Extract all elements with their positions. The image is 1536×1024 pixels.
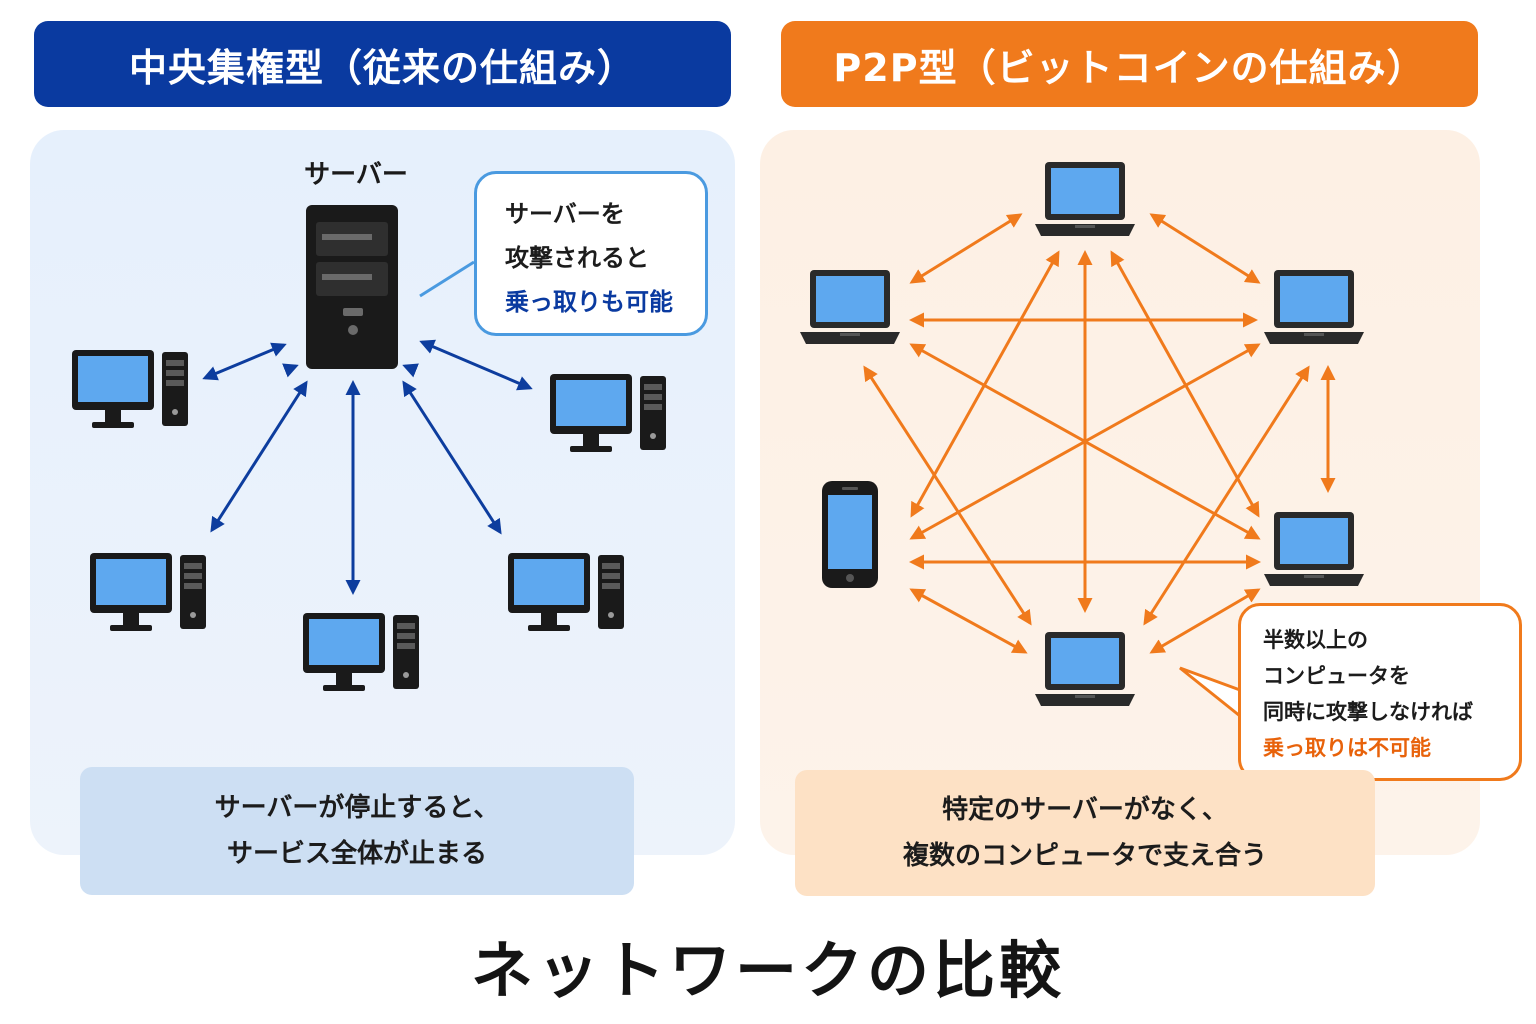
bubble-tail-right — [1179, 666, 1241, 718]
callout-line-1: 半数以上の — [1263, 628, 1368, 652]
peer-laptop-top — [1035, 162, 1135, 236]
caption-line-1: サーバーが停止すると、 — [214, 793, 500, 823]
client-desktop-4 — [303, 613, 419, 691]
caption-line-2: 複数のコンピュータで支え合う — [902, 841, 1267, 871]
client-desktop-1 — [72, 350, 188, 428]
callout-line-1: サーバーを — [505, 200, 625, 228]
page-title: ネットワークの比較 — [470, 934, 1065, 1007]
centralized-header: 中央集権型（従来の仕組み） — [34, 21, 731, 107]
client-desktop-2 — [550, 374, 666, 452]
caption-line-2: サービス全体が止まる — [226, 839, 487, 869]
p2p-caption: 特定のサーバーがなく、 複数のコンピュータで支え合う — [795, 770, 1375, 896]
p2p-callout: 半数以上の コンピュータを 同時に攻撃しなければ 乗っ取りは不可能 — [1238, 603, 1522, 781]
centralized-callout: サーバーを 攻撃されると 乗っ取りも可能 — [474, 171, 708, 336]
caption-line-1: 特定のサーバーがなく、 — [942, 795, 1228, 825]
callout-line-3: 乗っ取りも可能 — [505, 288, 673, 316]
callout-line-4: 乗っ取りは不可能 — [1263, 736, 1431, 760]
callout-line-3: 同時に攻撃しなければ — [1263, 700, 1473, 724]
server-label: サーバー — [304, 160, 408, 190]
peer-laptop-upper-left — [800, 270, 900, 344]
client-desktop-5 — [508, 553, 624, 631]
peer-laptop-upper-right — [1264, 270, 1364, 344]
callout-line-2: 攻撃されると — [505, 244, 649, 272]
callout-line-2: コンピュータを — [1263, 664, 1410, 688]
peer-laptop-bottom — [1035, 632, 1135, 706]
p2p-links — [863, 213, 1336, 654]
server-icon — [306, 205, 398, 369]
centralized-caption: サーバーが停止すると、 サービス全体が止まる — [80, 767, 634, 895]
p2p-header: P2P型（ビットコインの仕組み） — [781, 21, 1478, 107]
centralized-links — [202, 260, 533, 595]
client-desktop-3 — [90, 553, 206, 631]
peer-laptop-lower-right — [1264, 512, 1364, 586]
peer-smartphone-icon — [822, 481, 878, 588]
